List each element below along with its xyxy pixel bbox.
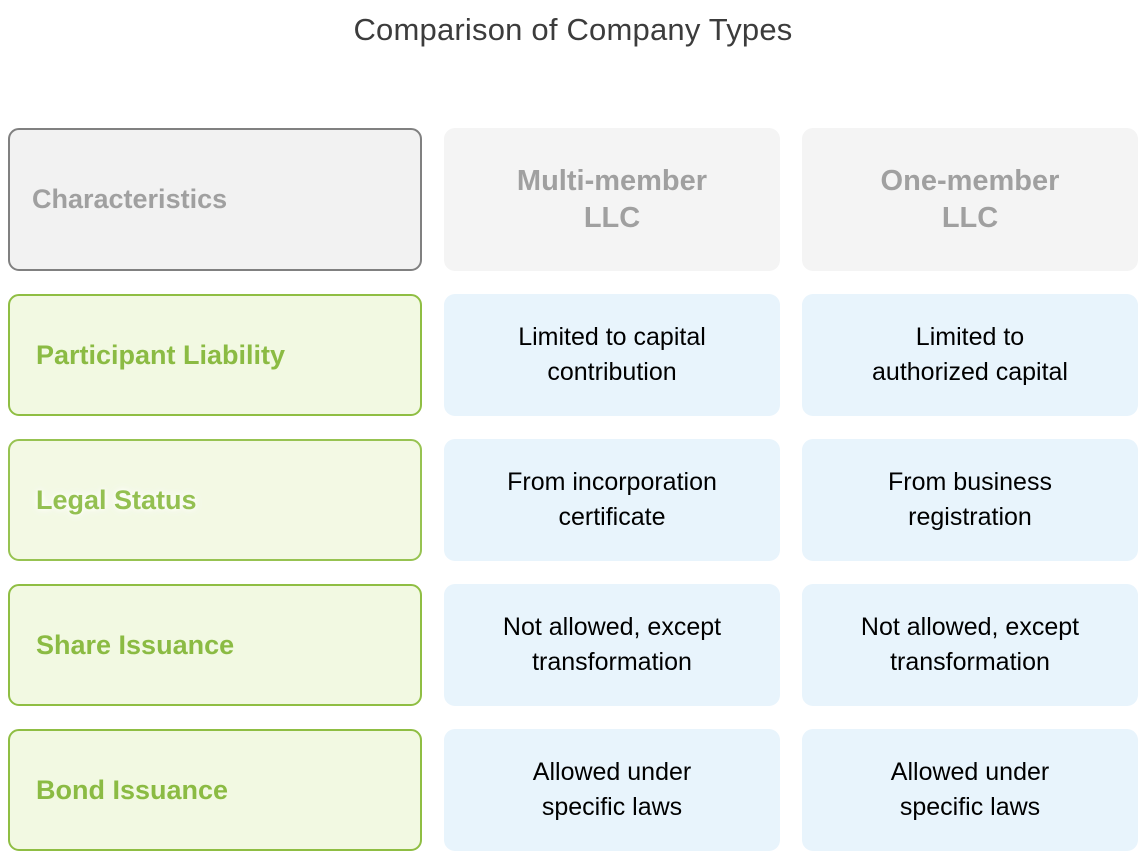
value-cell-one-member-share-issuance: Not allowed, except transformation (802, 584, 1138, 706)
value-line2: certificate (558, 503, 666, 531)
characteristic-cell-legal-status[interactable]: Legal Status (8, 439, 422, 561)
value-cell-multi-member-participant-liability: Limited to capital contribution (444, 294, 780, 416)
value-line1: Allowed under (532, 757, 692, 786)
table-row: Legal Status From incorporation certifica… (8, 439, 1138, 561)
value-line1: From incorporation (507, 467, 717, 496)
value-text: Limited to authorized capital (816, 320, 1124, 391)
value-line2: authorized capital (872, 358, 1068, 386)
value-line2: specific laws (541, 793, 683, 821)
characteristic-cell-bond-issuance[interactable]: Bond Issuance (8, 729, 422, 851)
value-line2: transformation (532, 648, 692, 676)
value-line1: From business (888, 467, 1052, 496)
value-line1: Not allowed, except (860, 612, 1080, 641)
header-multi-member-line2: LLC (583, 201, 641, 234)
header-characteristics-label: Characteristics (32, 184, 228, 214)
value-line1: Allowed under (890, 757, 1050, 786)
value-text: From business registration (816, 465, 1124, 536)
value-text: Not allowed, except transformation (816, 610, 1124, 681)
value-line1: Not allowed, except (502, 612, 722, 641)
characteristic-label: Participant Liability (36, 339, 286, 370)
value-text: From incorporation certificate (458, 465, 766, 536)
characteristic-cell-share-issuance[interactable]: Share Issuance (8, 584, 422, 706)
table-row: Share Issuance Not allowed, except transf… (8, 584, 1138, 706)
table-row: Bond Issuance Allowed under specific laws… (8, 729, 1138, 851)
characteristic-label: Legal Status (36, 484, 197, 515)
value-text: Allowed under specific laws (816, 755, 1124, 826)
value-line2: specific laws (899, 793, 1041, 821)
value-line1: Limited to (915, 322, 1025, 351)
value-line2: transformation (890, 648, 1050, 676)
page-title: Comparison of Company Types (353, 12, 793, 47)
value-text: Not allowed, except transformation (458, 610, 766, 681)
value-text: Limited to capital contribution (458, 320, 766, 391)
value-line1: Limited to capital (518, 322, 706, 351)
table-row: Participant Liability Limited to capital… (8, 294, 1138, 416)
header-one-member-line1: One-member (880, 165, 1060, 198)
value-cell-multi-member-share-issuance: Not allowed, except transformation (444, 584, 780, 706)
value-cell-multi-member-legal-status: From incorporation certificate (444, 439, 780, 561)
value-line2: contribution (547, 358, 677, 386)
header-multi-member-line1: Multi-member (516, 165, 708, 198)
value-cell-multi-member-bond-issuance: Allowed under specific laws (444, 729, 780, 851)
header-cell-characteristics: Characteristics (8, 128, 422, 271)
value-cell-one-member-bond-issuance: Allowed under specific laws (802, 729, 1138, 851)
characteristic-cell-participant-liability[interactable]: Participant Liability (8, 294, 422, 416)
header-one-member-line2: LLC (941, 201, 999, 234)
characteristic-label: Share Issuance (36, 629, 235, 660)
value-cell-one-member-legal-status: From business registration (802, 439, 1138, 561)
characteristic-label: Bond Issuance (36, 774, 229, 805)
value-cell-one-member-participant-liability: Limited to authorized capital (802, 294, 1138, 416)
value-line2: registration (908, 503, 1032, 531)
value-text: Allowed under specific laws (458, 755, 766, 826)
